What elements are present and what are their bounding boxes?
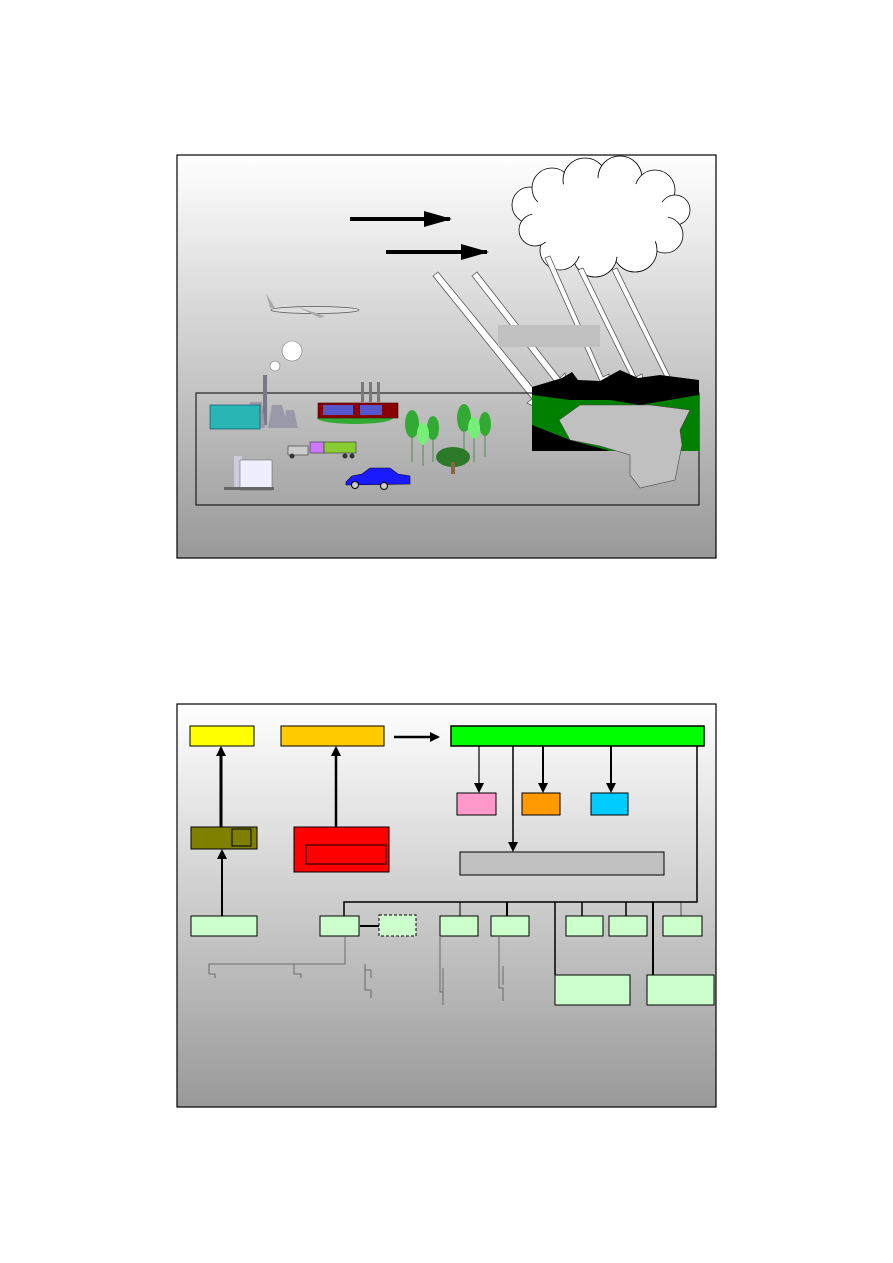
- red-inner-box: [305, 844, 387, 865]
- red-box: [293, 826, 390, 873]
- light-green-box-tall: [554, 974, 631, 1006]
- orange-box: [521, 792, 561, 816]
- truck-icon: [287, 441, 357, 459]
- gray-box: [459, 851, 665, 876]
- office-building-icon: [224, 456, 274, 491]
- green-bar: [450, 725, 705, 747]
- pink-box: [456, 792, 497, 816]
- power-plant-icon: [209, 375, 298, 430]
- landscape-lake: [532, 370, 699, 489]
- light-green-box: [319, 915, 360, 937]
- connector-lines: [343, 746, 698, 975]
- olive-box: [190, 826, 258, 850]
- cyan-box: [590, 792, 629, 816]
- slide-greenhouse-illustration: [176, 154, 717, 559]
- car-icon: [345, 467, 411, 490]
- olive-inner-box: [231, 828, 252, 847]
- light-green-box: [190, 915, 258, 937]
- light-green-box-tall: [646, 974, 715, 1006]
- light-green-box: [490, 915, 530, 937]
- slide-flow-diagram: [176, 703, 717, 1108]
- yellow-box: [189, 725, 255, 747]
- gold-box: [280, 725, 385, 747]
- sub-tree-lines: [208, 936, 504, 1005]
- light-green-box: [662, 915, 703, 937]
- smoke-cloud-icon: [269, 340, 303, 372]
- factory-icon: [317, 382, 399, 424]
- dashed-light-green-box: [378, 914, 417, 937]
- label-box: [498, 325, 600, 347]
- airplane-icon: [266, 293, 360, 318]
- light-green-box: [608, 915, 648, 937]
- light-green-box: [565, 915, 604, 937]
- light-green-box: [439, 915, 479, 937]
- cloud-icon: [511, 155, 691, 278]
- tree-icon: [405, 404, 491, 474]
- light-green-boxes: [190, 914, 715, 1006]
